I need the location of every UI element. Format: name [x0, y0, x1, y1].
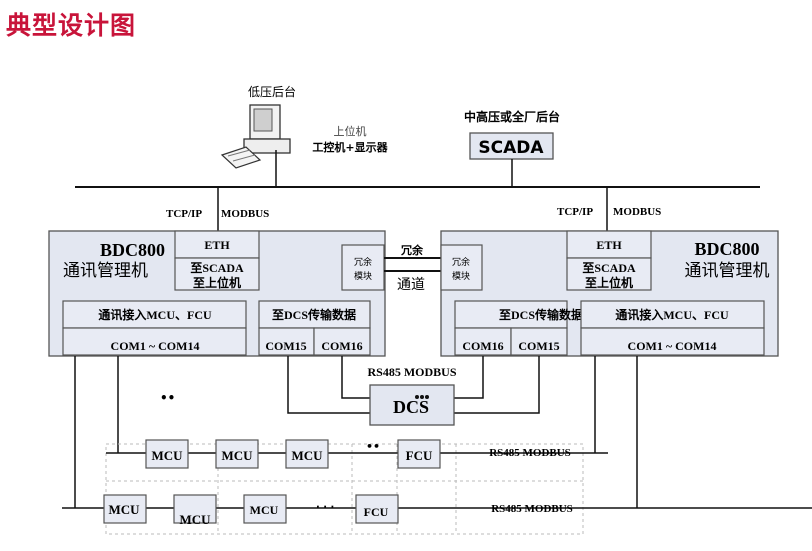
left-model-label: BDC800 [100, 240, 165, 260]
right-model-label: BDC800 [694, 239, 759, 259]
right-name-label: 通讯管理机 [685, 261, 770, 281]
left-eth-sub2: 至上位机 [193, 275, 241, 290]
bus2-device-3 [243, 494, 287, 524]
bus2-ellipsis: · · · [316, 502, 334, 513]
bus1-ellipsis: •• [366, 440, 380, 453]
bus2-device-2 [173, 494, 217, 524]
right-eth-box [566, 230, 652, 259]
right-eth-sub2: 至上位机 [585, 275, 633, 290]
high-voltage-backend-label: 中高压或全厂后台 [464, 109, 560, 124]
bus2-device-4 [355, 494, 399, 524]
right-redundancy-label-1: 冗余 [452, 256, 470, 268]
right-bdc800-unit: BDC800 通讯管理机 ETH 至SCADA 至上位机 冗余 模块 至DCS传… [440, 230, 779, 357]
bus2-device-4-label: FCU [364, 505, 389, 519]
bus1-device-4-label: FCU [406, 448, 433, 463]
left-tcpip-label: TCP/IP [166, 208, 202, 220]
redundant-channel-label-2: 通道 [397, 277, 425, 293]
left-redundancy-module [341, 244, 385, 291]
bus2-label: RS485 MODBUS [491, 503, 573, 515]
bus2-device-1 [103, 494, 147, 524]
right-com15-label: COM15 [518, 339, 559, 353]
bus2-device-3-label: MCU [250, 503, 279, 517]
right-redundancy-label-2: 模块 [452, 270, 470, 282]
bus1-device-1 [145, 439, 189, 469]
bus1-device-3-label: MCU [291, 448, 323, 463]
low-voltage-backend-label: 低压后台 [248, 84, 296, 99]
bus2-device-1-label: MCU [108, 502, 140, 517]
left-modbus-label: MODBUS [221, 208, 269, 220]
dcs-box [369, 384, 455, 426]
left-redundancy-label-1: 冗余 [354, 256, 372, 268]
dcs-label: DCS [393, 397, 429, 417]
bus1-device-2 [215, 439, 259, 469]
scada-label: SCADA [478, 138, 544, 158]
right-com-range-label: COM1 ~ COM14 [628, 339, 717, 353]
right-dcs-label: 至DCS传输数据 [499, 307, 583, 322]
left-com16-label: COM16 [321, 339, 362, 353]
bus1-device-2-label: MCU [221, 448, 253, 463]
left-eth-box [174, 230, 260, 259]
page-title: 典型设计图 [6, 11, 137, 40]
left-redundancy-label-2: 模块 [354, 270, 372, 282]
bus1-device-1-label: MCU [151, 448, 183, 463]
right-redundancy-module [440, 244, 483, 291]
right-com16-label: COM16 [462, 339, 503, 353]
right-modbus-label: MODBUS [613, 206, 661, 218]
dcs-bus-label: RS485 MODBUS [367, 365, 456, 379]
scada-box [469, 132, 554, 160]
right-tcpip-label: TCP/IP [557, 206, 593, 218]
upper-computer-sub-label: 工控机+显示器 [312, 140, 388, 154]
left-name-label: 通讯管理机 [63, 261, 148, 281]
upper-computer-label: 上位机 [334, 124, 367, 138]
left-bdc800-unit: BDC800 通讯管理机 ETH 至SCADA 至上位机 冗余 模块 通讯接入M… [48, 230, 386, 357]
left-com15-label: COM15 [265, 339, 306, 353]
ellipsis-indicator: •• [160, 391, 175, 405]
right-eth-sub1: 至SCADA [582, 261, 636, 275]
left-access-label: 通讯接入MCU、FCU [98, 307, 212, 322]
bus1-device-3 [285, 439, 329, 469]
bus1-device-4 [397, 439, 441, 469]
left-eth-label: ETH [204, 238, 230, 252]
left-dcs-label: 至DCS传输数据 [272, 307, 356, 322]
bus2-device-2-label: MCU [179, 512, 211, 527]
left-eth-sub1: 至SCADA [190, 261, 244, 275]
right-access-label: 通讯接入MCU、FCU [615, 307, 729, 322]
redundant-channel-label-1: 冗余 [400, 243, 424, 257]
desktop-computer-icon [220, 104, 291, 169]
left-com-range-label: COM1 ~ COM14 [111, 339, 200, 353]
right-eth-label: ETH [596, 238, 622, 252]
bus1-label: RS485 MODBUS [489, 447, 571, 459]
